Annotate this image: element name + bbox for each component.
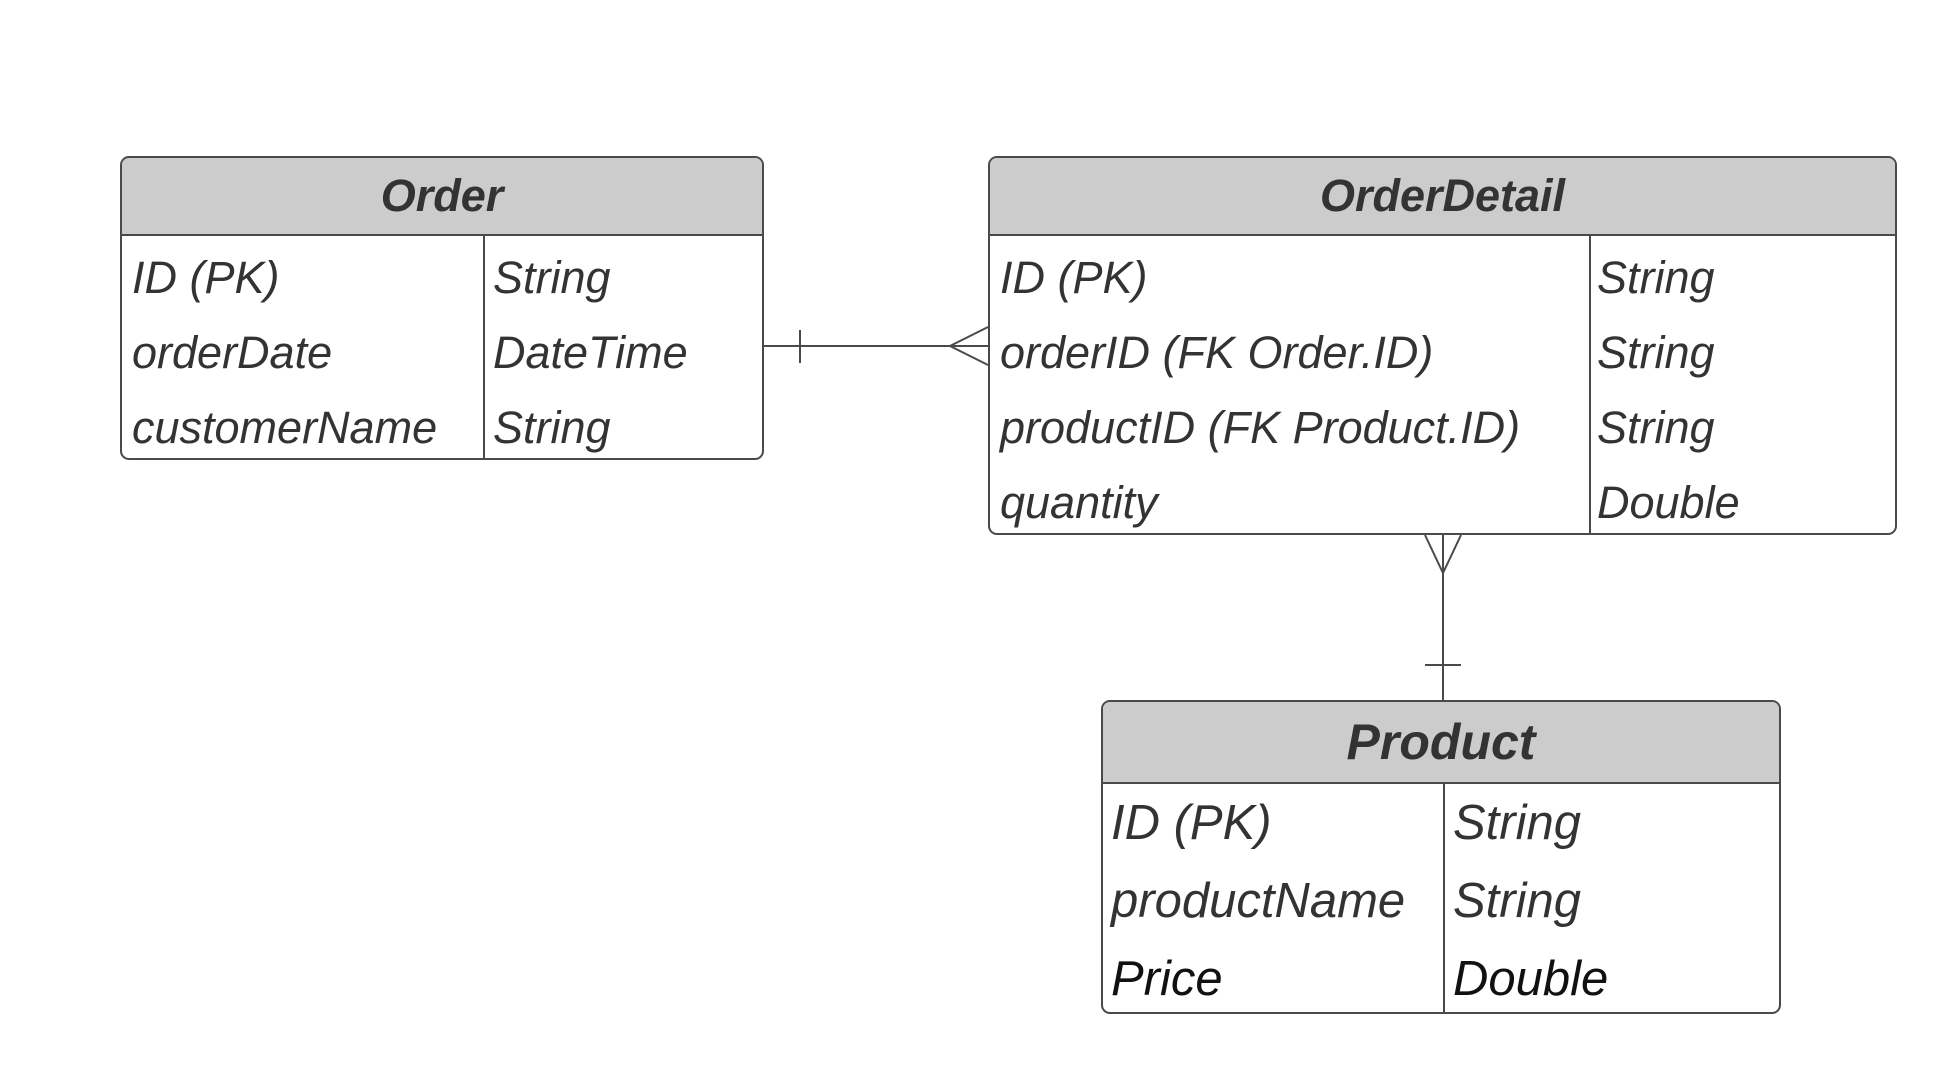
relationship-order-orderdetail [764,326,989,366]
field-type: Double [1597,476,1740,528]
entity-product[interactable]: Product ID (PK) String productName Strin… [1101,700,1781,1014]
field-name: orderID (FK Order.ID) [1000,326,1434,378]
field-name: orderDate [132,326,333,378]
field-type: String [493,251,611,303]
entity-fields: ID (PK) String productName String Price … [1103,784,1779,1012]
field-row[interactable]: ID (PK) String [122,240,762,315]
field-name: ID (PK) [1000,251,1148,303]
field-row[interactable]: ID (PK) String [1103,784,1779,862]
entity-title: OrderDetail [990,158,1895,236]
field-type: String [1597,326,1715,378]
entity-order[interactable]: Order ID (PK) String orderDate DateTime … [120,156,764,460]
entity-title: Order [122,158,762,236]
field-name: productName [1111,874,1406,928]
relationship-product-orderdetail [1424,534,1462,700]
field-row[interactable]: productName String [1103,862,1779,940]
entity-fields: ID (PK) String orderID (FK Order.ID) Str… [990,236,1895,533]
field-name: ID (PK) [132,251,280,303]
field-name: quantity [1000,476,1158,528]
field-type: DateTime [493,326,688,378]
field-row[interactable]: quantity Double [990,465,1895,533]
entity-title: Product [1103,702,1779,784]
field-row[interactable]: ID (PK) String [990,240,1895,315]
field-type: String [1453,874,1582,928]
field-row[interactable]: orderID (FK Order.ID) String [990,315,1895,390]
field-type: String [493,401,611,453]
field-row[interactable]: orderDate DateTime [122,315,762,390]
field-type: String [1597,251,1715,303]
field-name: ID (PK) [1111,796,1272,850]
field-name: Price [1111,952,1223,1006]
field-row[interactable]: productID (FK Product.ID) String [990,390,1895,465]
field-type: String [1597,401,1715,453]
field-name: productID (FK Product.ID) [1000,401,1521,453]
field-type: Double [1453,952,1609,1006]
column-divider [1443,784,1445,1012]
field-row[interactable]: customerName String [122,390,762,458]
entity-fields: ID (PK) String orderDate DateTime custom… [122,236,762,458]
field-name: customerName [132,401,438,453]
column-divider [1589,236,1591,533]
column-divider [483,236,485,458]
many-crowfoot-marker [1424,534,1462,576]
field-row[interactable]: Price Double [1103,940,1779,1012]
many-crowfoot-marker [947,326,989,366]
field-type: String [1453,796,1582,850]
entity-orderdetail[interactable]: OrderDetail ID (PK) String orderID (FK O… [988,156,1897,535]
